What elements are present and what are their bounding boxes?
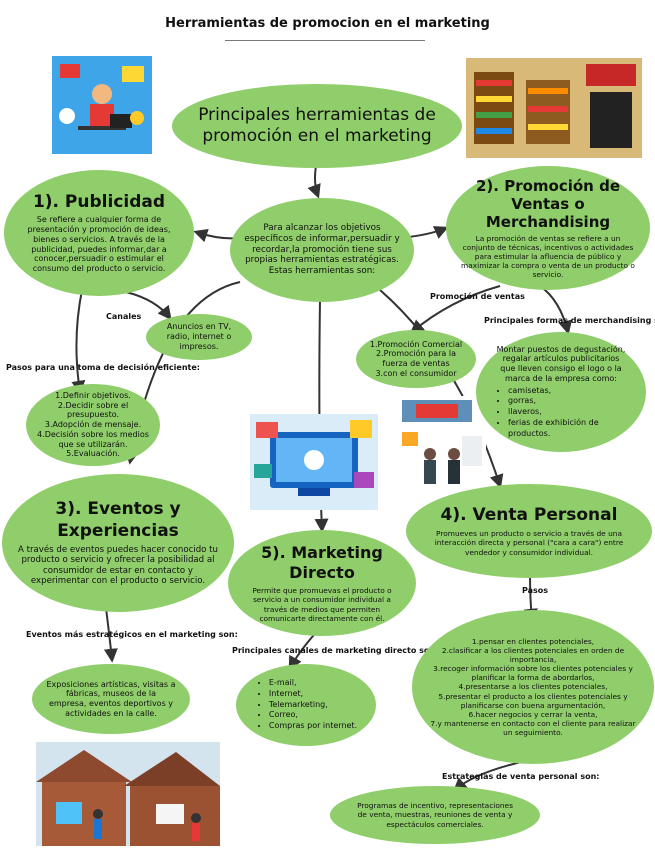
directo-canal-item: Internet, xyxy=(269,689,357,700)
merch-item: ferias de exhibición de productos. xyxy=(508,418,628,440)
pasos-publicidad-label: Pasos para una toma de decisión eficient… xyxy=(6,363,200,372)
store-shelves-icon xyxy=(466,58,642,158)
arrow-merch xyxy=(540,286,568,332)
digital-marketing-icon xyxy=(250,414,378,510)
venta-paso-1: 1.pensar en clientes potenciales, xyxy=(472,637,594,646)
publicidad-text: Se refiere a cualquier forma de presenta… xyxy=(16,215,182,274)
promocion-ventas-3: 3.con el consumidor xyxy=(375,369,456,379)
venta-paso-2: 2.clasificar a los clientes potenciales … xyxy=(430,646,636,664)
promocion-ventas-node: 1.Promoción Comercial 2.Promoción para l… xyxy=(356,330,476,388)
promocion-ventas-1: 1.Promoción Comercial xyxy=(370,340,462,350)
publicidad-title: 1). Publicidad xyxy=(33,192,165,212)
eventos-examples: Exposiciones artísticas, visitas a fábri… xyxy=(46,680,176,719)
directo-title: 5). Marketing Directo xyxy=(242,543,402,583)
promocion-ventas-label: Promoción de ventas xyxy=(430,292,525,301)
pasos-publicidad-5: 5.Evaluación. xyxy=(66,449,120,459)
venta-estrategias-node: Programas de incentivo, representaciones… xyxy=(330,786,540,844)
venta-text: Promueves un producto o servicio a travé… xyxy=(428,529,630,556)
merch-item: camisetas, xyxy=(508,386,628,397)
central-title: Principales herramientas de promoción en… xyxy=(194,105,440,148)
venta-pasos-label: Pasos xyxy=(522,586,548,595)
arrow-pasos-publicidad xyxy=(76,290,82,392)
canales-label: Canales xyxy=(106,312,141,321)
venta-paso-6: 6.hacer negocios y cerrar la venta, xyxy=(468,710,597,719)
merchandising-text: Montar puestos de degustación, regalar a… xyxy=(494,345,628,384)
pasos-publicidad-1: 1.Definir objetivos. xyxy=(55,391,131,401)
canales-text: Anuncios en TV, radio, internet o impres… xyxy=(156,322,242,351)
venta-paso-4: 4.presentarse a los clientes potenciales… xyxy=(459,682,608,691)
pasos-publicidad-node: 1.Definir objetivos. 2.Decidir sobre el … xyxy=(26,384,160,466)
title-underline xyxy=(225,40,425,41)
publicidad-node: 1). Publicidad Se refiere a cualquier fo… xyxy=(4,170,194,296)
venta-estrategias-label: Estrategias de venta personal son: xyxy=(442,772,599,781)
directo-label: Principales canales de marketing directo… xyxy=(232,646,438,655)
eventos-examples-node: Exposiciones artísticas, visitas a fábri… xyxy=(32,664,190,734)
promocion-title: 2). Promoción de Ventas o Merchandising xyxy=(460,177,636,231)
eventos-title: 3). Eventos y Experiencias xyxy=(18,499,218,542)
central-text: Para alcanzar los objetivos específicos … xyxy=(244,223,400,277)
central-node: Principales herramientas de promoción en… xyxy=(172,84,462,168)
promocion-text: La promoción de ventas se refiere a un c… xyxy=(460,234,636,279)
directo-canal-item: Compras por internet. xyxy=(269,721,357,732)
promocion-node: 2). Promoción de Ventas o Merchandising … xyxy=(446,166,650,290)
directo-canal-item: E-mail, xyxy=(269,678,357,689)
merchandising-label: Principales formas de merchandising son: xyxy=(484,316,655,325)
venta-estrategias: Programas de incentivo, representaciones… xyxy=(354,801,516,828)
pasos-publicidad-4: 4.Decisión sobre los medios que se utili… xyxy=(36,430,150,450)
event-tents-icon xyxy=(36,742,220,846)
page-title: Herramientas de promocion en el marketin… xyxy=(0,16,655,31)
venta-paso-3: 3.recoger información sobre los clientes… xyxy=(430,664,636,682)
canales-node: Anuncios en TV, radio, internet o impres… xyxy=(146,314,252,360)
venta-node: 4). Venta Personal Promueves un producto… xyxy=(406,484,652,578)
venta-title: 4). Venta Personal xyxy=(441,505,618,525)
directo-text: Permite que promuevas el producto o serv… xyxy=(242,586,402,622)
directo-canales-list: E-mail, Internet, Telemarketing, Correo,… xyxy=(255,678,357,732)
pasos-publicidad-3: 3.Adopción de mensaje. xyxy=(45,420,141,430)
venta-pasos-node: 1.pensar en clientes potenciales, 2.clas… xyxy=(412,610,654,764)
pasos-publicidad-2: 2.Decidir sobre el presupuesto. xyxy=(36,401,150,421)
merch-item: llaveros, xyxy=(508,407,628,418)
illustration-marketing-icon xyxy=(52,56,152,154)
directo-canal-item: Telemarketing, xyxy=(269,700,357,711)
merch-item: gorras, xyxy=(508,396,628,407)
promocion-ventas-2: 2.Promoción para la fuerza de ventas xyxy=(366,349,466,369)
central-text-node: Para alcanzar los objetivos específicos … xyxy=(230,198,414,302)
eventos-text: A través de eventos puedes hacer conocid… xyxy=(18,545,218,587)
merchandising-node: Montar puestos de degustación, regalar a… xyxy=(476,332,646,452)
eventos-label: Eventos más estratégicos en el marketing… xyxy=(26,630,238,639)
eventos-node: 3). Eventos y Experiencias A través de e… xyxy=(2,474,234,612)
venta-paso-7: 7.y mantenerse en contacto con el client… xyxy=(430,719,636,737)
directo-canal-item: Correo, xyxy=(269,710,357,721)
venta-paso-5: 5.presentar el producto a los clientes p… xyxy=(430,692,636,710)
merchandising-list: camisetas, gorras, llaveros, ferias de e… xyxy=(494,386,628,440)
handshake-sale-icon xyxy=(396,396,486,500)
directo-canales-node: E-mail, Internet, Telemarketing, Correo,… xyxy=(236,664,376,746)
directo-node: 5). Marketing Directo Permite que promue… xyxy=(228,530,416,636)
